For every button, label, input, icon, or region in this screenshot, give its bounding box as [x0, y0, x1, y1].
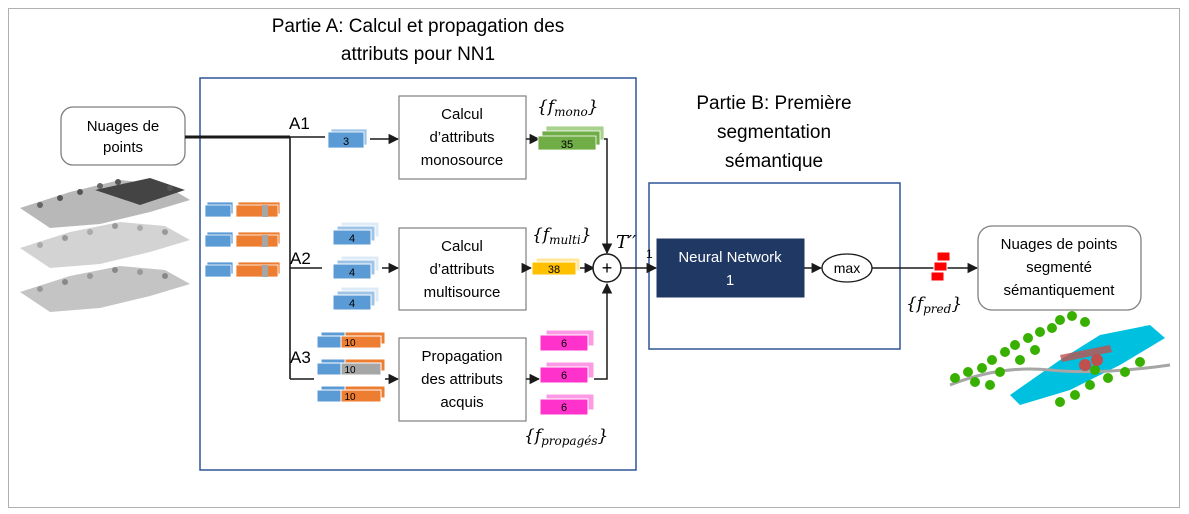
prop-line2: des attributs	[421, 371, 503, 388]
input-box-line1: Nuages de	[87, 118, 160, 135]
concat-plus: +	[602, 258, 613, 278]
set-open: {f	[532, 225, 552, 245]
prediction-tensor	[930, 251, 951, 282]
concat-one: 1	[646, 247, 653, 261]
nn-line1: Neural Network	[678, 249, 782, 266]
feature-stack	[204, 261, 281, 278]
prop-tensor: 6	[539, 393, 595, 416]
set-sub-pred: pred	[923, 302, 952, 316]
prop-output-tensors: 6 6 6	[539, 329, 595, 416]
input-box-line2: points	[103, 139, 143, 156]
feature-stack	[204, 201, 281, 218]
max-label: max	[834, 260, 860, 276]
input-point-cloud-illustration	[20, 178, 190, 312]
nn-line2: 1	[726, 272, 734, 289]
a3-tensor: 10	[316, 358, 386, 376]
part-b-title-line3: sémantique	[725, 151, 823, 172]
svg-text:{fpred}: {fpred}	[906, 294, 962, 316]
prop-output-count: 6	[561, 402, 567, 414]
a3-tensor: 10	[316, 385, 386, 403]
mono-process-box	[398, 95, 527, 180]
a2-input-count: 4	[349, 267, 355, 279]
multi-output-tensor: 38	[531, 257, 581, 276]
mono-line1: Calcul	[441, 106, 483, 123]
output-line1: Nuages de points	[1001, 236, 1118, 253]
a2-input-count: 4	[349, 298, 355, 310]
set-open: {f	[906, 294, 926, 314]
svg-text:{fmono}: {fmono}	[537, 97, 599, 119]
set-label-multi: {fmulti}	[532, 225, 592, 247]
svg-text:{fmulti}: {fmulti}	[532, 225, 592, 247]
multi-line1: Calcul	[441, 238, 483, 255]
branch-label-a2: A2	[290, 249, 311, 268]
mono-to-concat-line	[601, 138, 613, 255]
part-a-frame	[199, 77, 637, 471]
output-line3: sémantiquement	[1004, 282, 1116, 299]
output-point-cloud-illustration	[949, 311, 1171, 407]
cloud-layer-bottom	[20, 266, 190, 312]
neural-network-box	[656, 238, 805, 298]
set-sub-multi: multi	[549, 233, 581, 247]
a3-tensor: 10	[316, 331, 386, 349]
part-a-title-line2: attributs pour NN1	[341, 44, 495, 65]
prop-output-count: 6	[561, 370, 567, 382]
svg-text:{fpropagés}: {fpropagés}	[524, 426, 608, 448]
set-close: }	[598, 426, 609, 446]
input-feature-stacks	[204, 201, 281, 278]
set-open: {f	[537, 97, 557, 117]
part-a-title-line1: Partie A: Calcul et propagation des	[272, 16, 565, 37]
figure-frame	[8, 8, 1180, 508]
multi-line2: d’attributs	[429, 261, 494, 278]
multi-process-box	[398, 227, 527, 311]
a3-input-tensors: 10 10 10	[316, 331, 386, 403]
a1-input-tensor: 3	[327, 128, 368, 149]
mono-line3: monosource	[421, 152, 504, 169]
feature-stack	[204, 231, 281, 248]
prop-line1: Propagation	[422, 348, 503, 365]
output-line2: segmenté	[1026, 259, 1092, 276]
set-label-pred: {fpred}	[906, 294, 962, 316]
set-label-mono: {fmono}	[537, 97, 599, 119]
prop-to-concat-line	[594, 282, 613, 380]
branch-label-a1: A1	[289, 114, 310, 133]
set-open: {f	[524, 426, 544, 446]
a2-tensor: 4	[332, 221, 380, 246]
a2-tensor: 4	[332, 255, 380, 280]
set-sub-prop: propagés	[541, 434, 597, 448]
a2-input-count: 4	[349, 233, 355, 245]
output-segmented-box	[977, 225, 1142, 311]
set-sub-mono: mono	[554, 105, 588, 119]
set-label-prop: {fpropagés}	[524, 426, 608, 448]
a2-input-tensors: 4 4 4	[332, 221, 380, 311]
a1-input-count: 3	[343, 136, 349, 148]
part-b-title-line2: segmentation	[717, 122, 831, 143]
multi-output-count: 38	[548, 264, 560, 276]
part-b-title-line1: Partie B: Première	[696, 93, 851, 114]
mono-output-count: 35	[561, 139, 573, 151]
set-close: }	[588, 97, 599, 117]
concat-label: T′′	[616, 232, 636, 253]
a3-input-count: 10	[344, 365, 356, 376]
prop-line3: acquis	[440, 394, 483, 411]
cloud-layer-top	[20, 178, 190, 228]
multi-line3: multisource	[424, 284, 501, 301]
mono-line2: d’attributs	[429, 129, 494, 146]
prop-tensor: 6	[539, 361, 595, 384]
set-close: }	[951, 294, 962, 314]
a2-tensor: 4	[332, 286, 380, 311]
cloud-layer-middle	[20, 222, 190, 268]
prop-output-count: 6	[561, 338, 567, 350]
set-close: }	[581, 225, 592, 245]
input-point-cloud-box	[60, 106, 186, 166]
mono-output-tensor: 35	[537, 125, 605, 151]
prop-tensor: 6	[539, 329, 595, 352]
a3-input-count: 10	[344, 338, 356, 349]
a3-input-count: 10	[344, 392, 356, 403]
branch-label-a3: A3	[290, 348, 311, 367]
